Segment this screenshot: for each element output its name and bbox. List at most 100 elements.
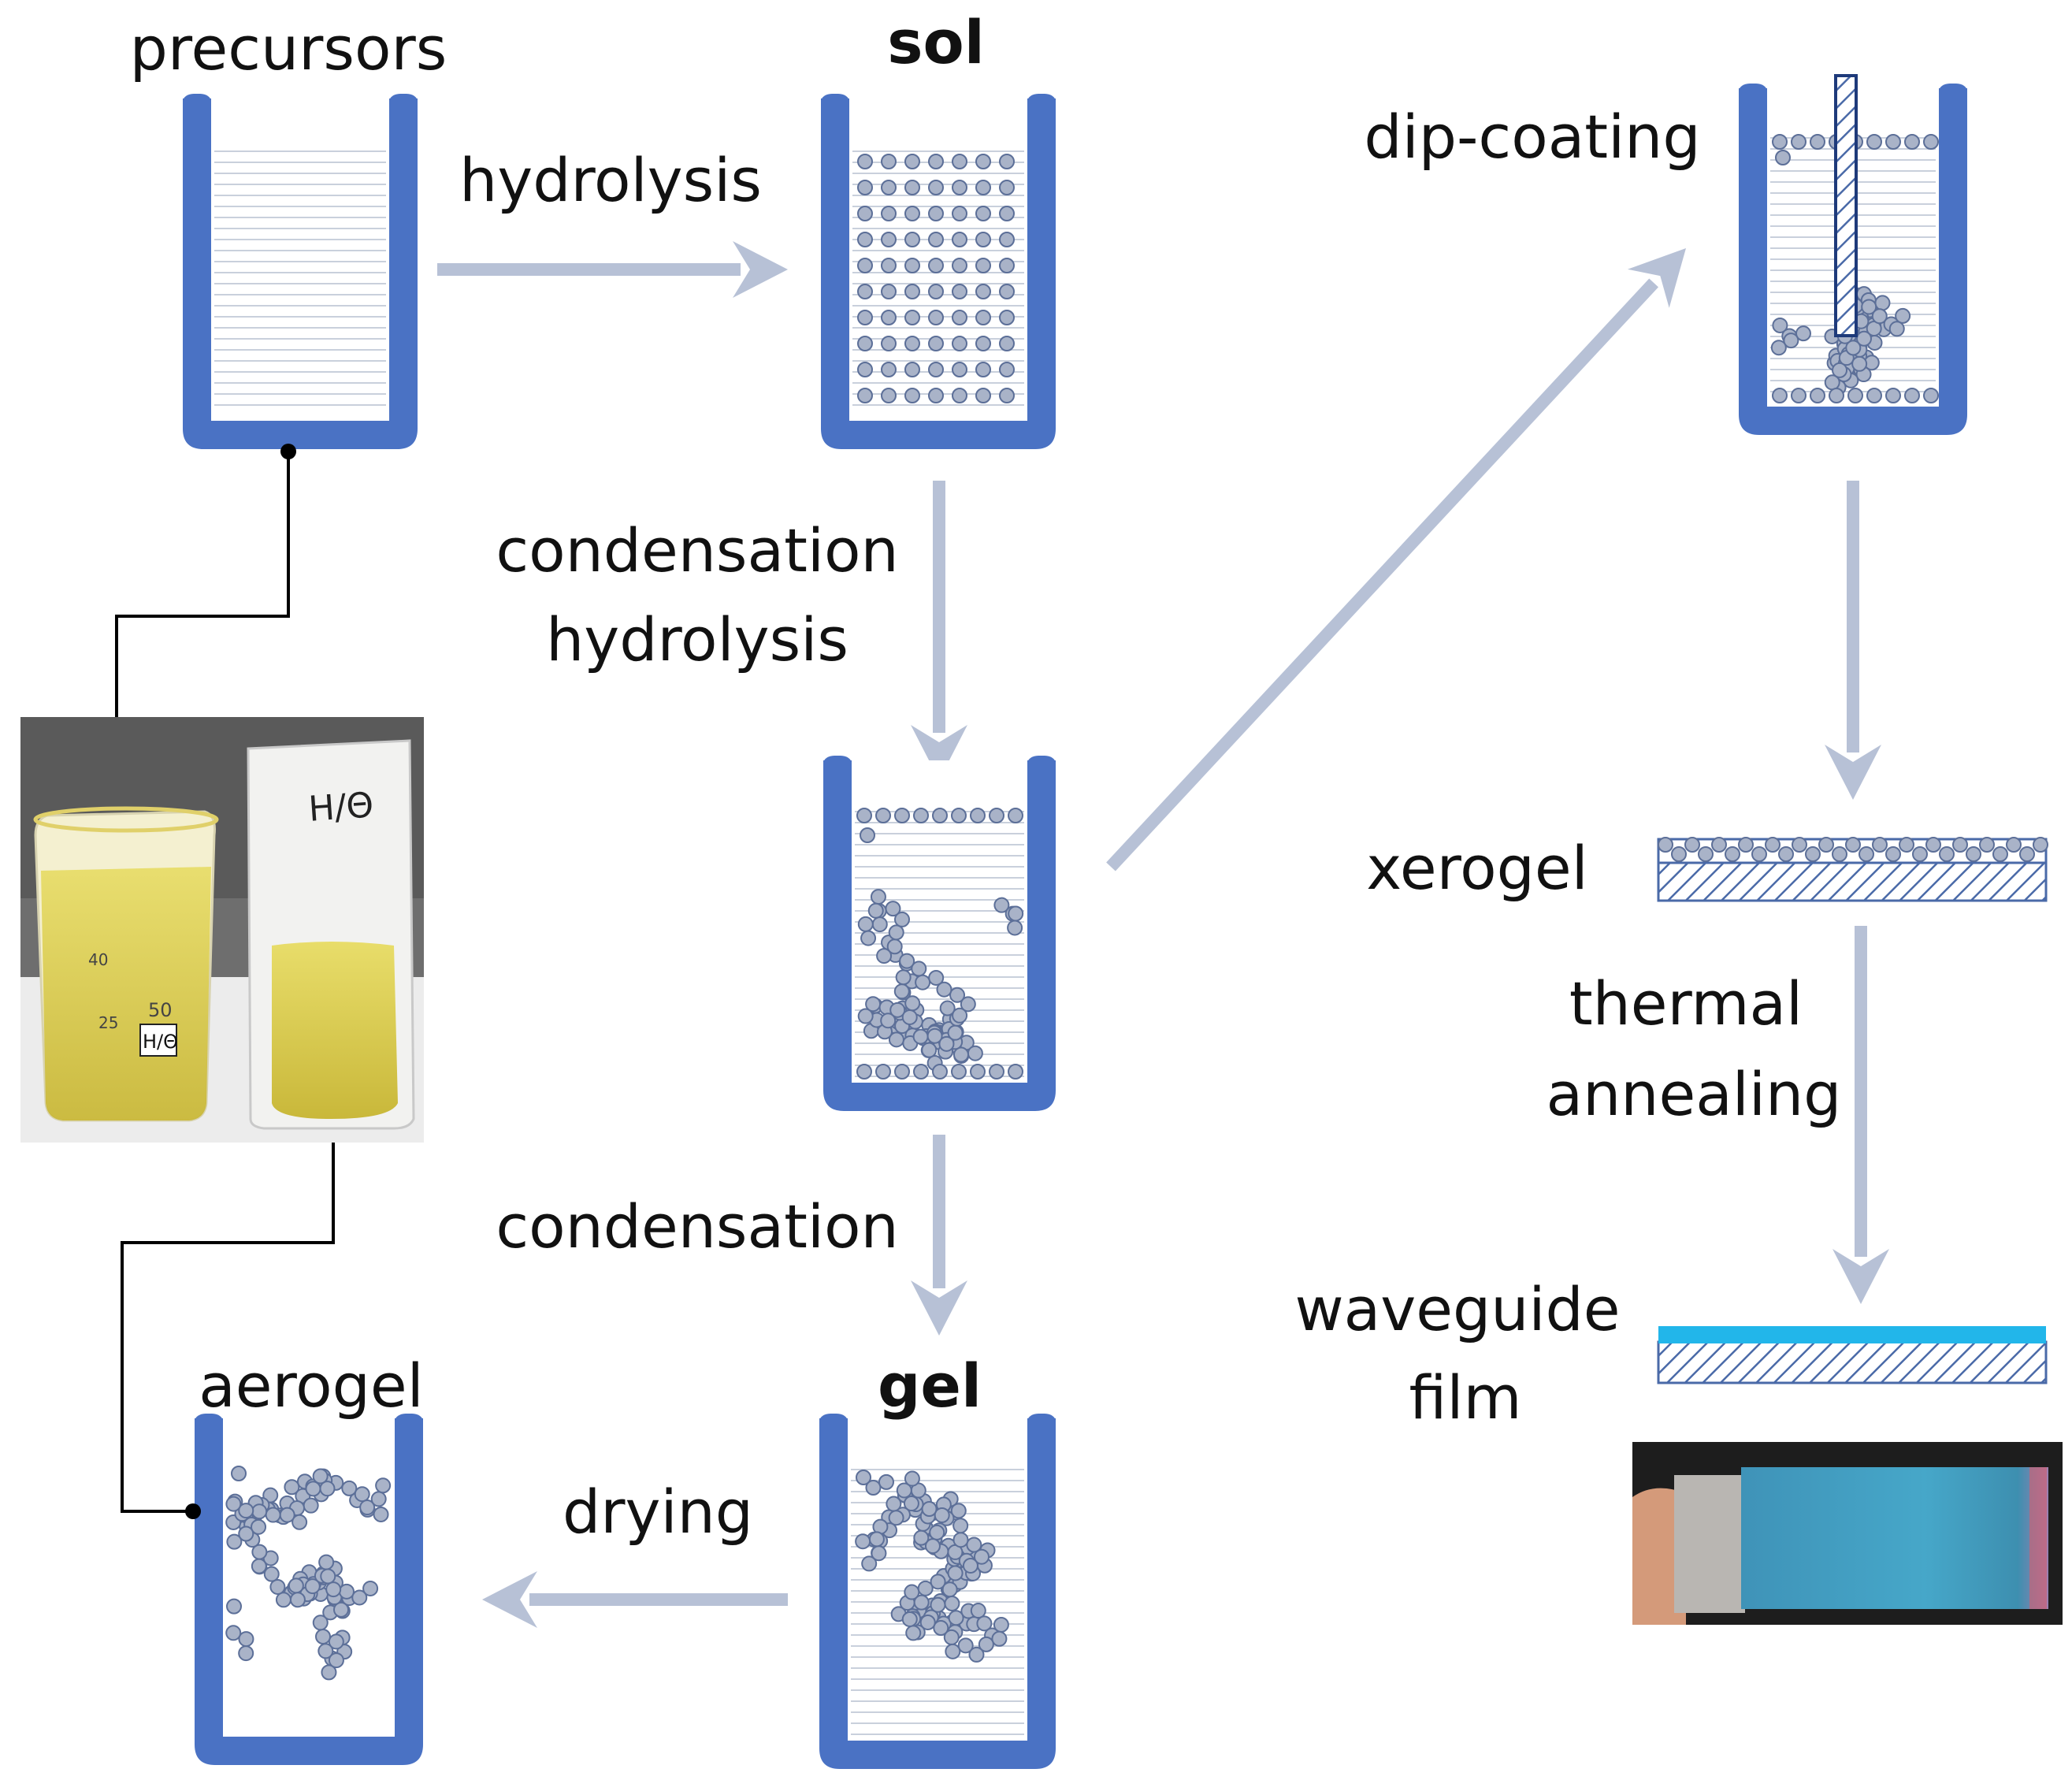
gel-particle <box>919 1614 936 1630</box>
label-waveguide: waveguide <box>1295 1274 1621 1344</box>
intermediate-bottom-particle <box>1008 1064 1023 1080</box>
intermediate-particle <box>952 1007 968 1024</box>
intermediate-particle <box>865 996 882 1013</box>
sol-particle <box>881 206 897 221</box>
intermediate-top-particle <box>894 808 910 823</box>
gel-particle <box>871 1545 887 1562</box>
gel-particle <box>856 1470 871 1485</box>
sol-particle <box>904 180 920 195</box>
dip-coating-top-particle <box>1923 134 1939 150</box>
sol-particle <box>999 180 1015 195</box>
aerogel-particle <box>373 1506 389 1522</box>
gel-particle <box>962 1557 978 1574</box>
intermediate-particle <box>926 1027 943 1044</box>
sol-particle <box>857 284 873 299</box>
intermediate-particle <box>904 995 921 1012</box>
label-thermal: thermal <box>1569 968 1803 1039</box>
intermediate-particle <box>876 948 893 964</box>
aerogel-particle <box>238 1631 254 1648</box>
label-annealing: annealing <box>1547 1059 1842 1129</box>
gel-particle <box>945 1643 961 1659</box>
xerogel-particle <box>1939 846 1955 862</box>
aerogel-particle <box>284 1479 300 1496</box>
label-dip-coating: dip-coating <box>1364 102 1700 172</box>
container-aerogel <box>195 1414 423 1765</box>
containers <box>183 74 1967 1769</box>
beaker-tag-label: H/Θ <box>143 1031 178 1053</box>
sol-particle <box>975 362 991 377</box>
sol-particle <box>952 154 967 169</box>
container-intermediate <box>823 756 1056 1111</box>
container-dip-coating-rim-right <box>1939 84 1967 99</box>
gel-particle <box>904 1470 920 1487</box>
sol-particle <box>952 310 967 325</box>
sol-particle <box>928 180 944 195</box>
arrow-to-xerogel <box>1825 481 1881 800</box>
dip-coating-particle <box>1772 317 1788 333</box>
gel-particle <box>970 1603 986 1619</box>
gel-particle <box>933 1620 949 1637</box>
gel-particle <box>913 1594 930 1611</box>
aerogel-particle <box>318 1554 335 1570</box>
container-intermediate-rim-left <box>823 756 852 771</box>
sol-particle <box>881 284 897 299</box>
sol-particle <box>881 388 897 403</box>
sol-particle <box>857 310 873 325</box>
sol-particle <box>928 362 944 377</box>
aerogel-particle <box>333 1601 350 1618</box>
dip-coating-bottom-particle <box>1772 388 1788 403</box>
container-dip-coating-rim-left <box>1739 84 1767 99</box>
xerogel-particle <box>1966 846 1981 862</box>
gel-particle <box>878 1473 894 1490</box>
sol-particle <box>999 258 1015 273</box>
beaker-mark-50: 50 <box>148 999 173 1021</box>
gel-particle <box>941 1581 958 1598</box>
dip-coating-particle <box>1775 150 1791 165</box>
dip-coating-top-particle <box>1904 134 1920 150</box>
dip-coating-top-particle <box>1791 134 1807 150</box>
sol-particle <box>904 154 920 169</box>
aerogel-particle <box>359 1499 376 1516</box>
sol-particle <box>881 362 897 377</box>
dip-coating-particle <box>1770 340 1787 356</box>
sol-particle <box>857 232 873 247</box>
xerogel-particle <box>1979 837 1995 853</box>
sol-particle <box>975 180 991 195</box>
aerogel-particle <box>303 1497 319 1514</box>
dip-coating-bottom-particle <box>1810 388 1825 403</box>
aerogel-particle <box>291 1514 308 1530</box>
sol-particle <box>857 206 873 221</box>
sol-particle <box>928 206 944 221</box>
intermediate-bottom-particle <box>913 1064 929 1080</box>
dip-coating-top-particle <box>1810 134 1825 150</box>
intermediate-particle <box>888 924 904 941</box>
sol-particle <box>928 284 944 299</box>
label-drying: drying <box>563 1477 753 1547</box>
gel-particle <box>934 1507 950 1523</box>
aerogel-particle <box>238 1503 254 1519</box>
intermediate-particle <box>885 901 901 917</box>
aerogel-particle <box>251 1544 268 1560</box>
xerogel-particle <box>1658 837 1673 853</box>
intermediate-particle <box>893 983 910 1000</box>
dip-coating-bottom-particle <box>1791 388 1807 403</box>
container-sol <box>821 94 1056 449</box>
aerogel-particle <box>225 1496 242 1512</box>
sol-particle <box>928 310 944 325</box>
beaker-mark-25: 25 <box>98 1013 118 1032</box>
waveguide-film <box>1657 1326 2048 1384</box>
label-condensation-2: condensation <box>496 1191 898 1262</box>
gel-particle <box>929 1524 945 1540</box>
gel-particle <box>973 1548 990 1565</box>
sol-particle <box>881 336 897 351</box>
xerogel-particle <box>1765 837 1781 853</box>
container-sol-rim-left <box>821 94 849 110</box>
gel-particle <box>991 1630 1008 1647</box>
intermediate-particle <box>860 827 875 843</box>
aerogel-particle <box>238 1645 254 1662</box>
xerogel-particle <box>1818 837 1834 853</box>
aerogel-particle <box>269 1578 286 1595</box>
aerogel-particle <box>370 1491 387 1507</box>
connector-aerogel-line <box>121 1135 335 1513</box>
sol-particle <box>999 310 1015 325</box>
